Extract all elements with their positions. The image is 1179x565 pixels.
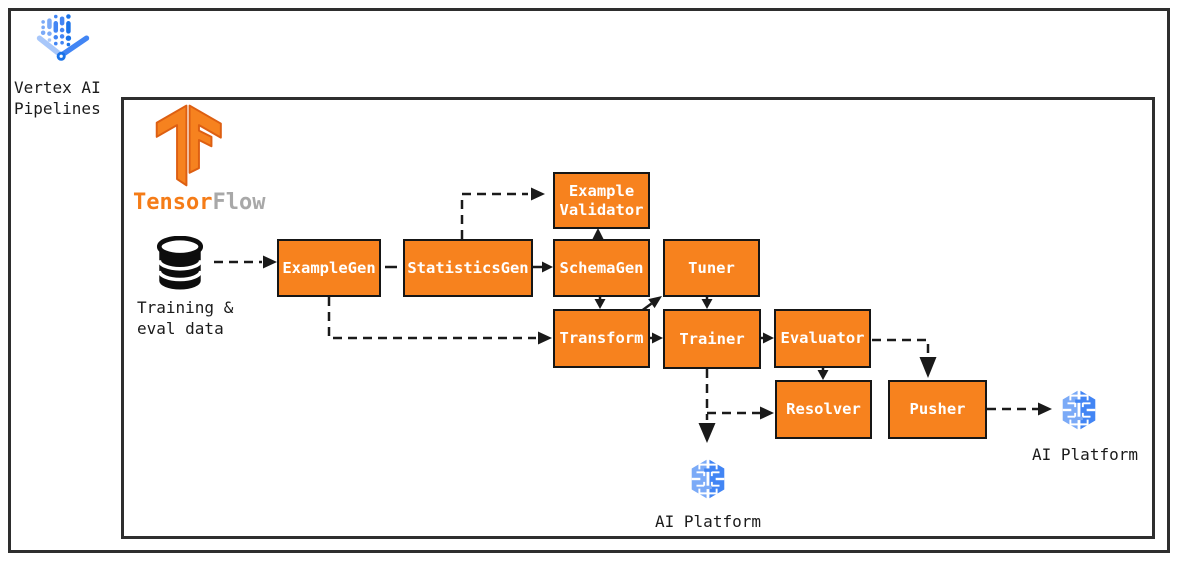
- ai-platform-icon: [1062, 387, 1096, 433]
- ai-platform-right-label: AI Platform: [1032, 445, 1138, 464]
- ai-platform-bottom-label: AI Platform: [655, 512, 761, 531]
- node-schema-gen: SchemaGen: [553, 239, 650, 297]
- ai-platform-icon: [691, 456, 725, 502]
- vertex-ai-pipelines-frame: [8, 8, 1170, 553]
- database-icon: [156, 236, 204, 290]
- vertex-ai-pipelines-label: Vertex AI Pipelines: [14, 78, 101, 118]
- tensorflow-logo: [155, 104, 222, 187]
- tensorflow-frame: [121, 97, 1155, 539]
- node-example-gen: ExampleGen: [277, 239, 381, 297]
- node-evaluator: Evaluator: [774, 309, 871, 368]
- tensorflow-wordmark-flow: Flow: [212, 190, 266, 215]
- node-trainer: Trainer: [663, 309, 761, 369]
- tensorflow-wordmark: TensorFlow: [133, 190, 265, 215]
- node-tuner: Tuner: [663, 239, 760, 297]
- training-eval-data-label: Training & eval data: [137, 298, 234, 338]
- node-statistics-gen: StatisticsGen: [403, 239, 533, 297]
- node-transform: Transform: [553, 309, 650, 368]
- node-example-validator: Example Validator: [553, 172, 650, 229]
- vertex-ai-pipelines-icon: [36, 14, 90, 61]
- tensorflow-wordmark-tensor: Tensor: [133, 190, 213, 215]
- node-resolver: Resolver: [775, 380, 872, 439]
- node-pusher: Pusher: [888, 380, 987, 439]
